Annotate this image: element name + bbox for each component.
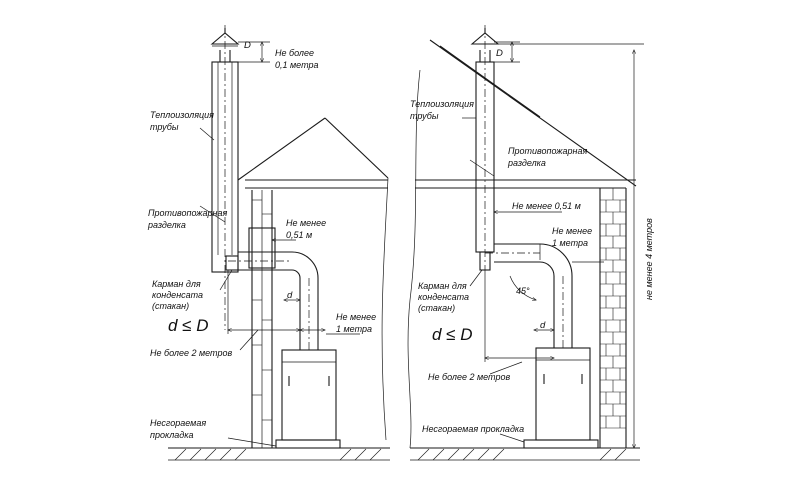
right-scheme: D Теплоизоляция трубы Противопожарная ра…	[410, 25, 654, 461]
right-break-line	[407, 69, 421, 449]
right-base-plate	[523, 439, 599, 449]
right-base-label: Несгораемая прокладка	[422, 424, 524, 434]
right-firestop-label-2: разделка	[507, 158, 546, 168]
right-boiler	[535, 347, 591, 441]
left-condensate-label-1: Карман для	[152, 279, 201, 289]
left-flue	[228, 251, 319, 350]
left-firestop-label-2: разделка	[147, 220, 186, 230]
right-insulation-label-2: трубы	[410, 111, 439, 121]
left-insulation-label-2: трубы	[150, 122, 179, 132]
right-min-1m-label-2: 1 метра	[552, 238, 588, 248]
left-base-label-2: прокладка	[150, 430, 194, 440]
left-min-1m-label-2: 1 метра	[336, 324, 372, 334]
right-dimensions	[462, 42, 644, 448]
left-labels: D Не более 0,1 метра Теплоизоляция трубы…	[147, 40, 376, 440]
right-labels: D Теплоизоляция трубы Противопожарная ра…	[410, 48, 654, 434]
right-firestop-label-1: Противопожарная	[508, 146, 587, 156]
right-angle-label: 45°	[516, 286, 530, 296]
right-formula-label: d ≤ D	[432, 325, 473, 344]
left-ground	[168, 447, 390, 461]
right-inner-d-label: d	[540, 320, 546, 331]
left-min-1m-label-1: Не менее	[336, 312, 376, 322]
left-break-line	[381, 177, 389, 441]
left-condensate-label-2: конденсата	[152, 290, 203, 300]
left-condensate-label-3: (стакан)	[152, 301, 189, 311]
right-wall	[599, 188, 627, 448]
right-condensate-label-3: (стакан)	[418, 303, 455, 313]
left-base-label-1: Несгораемая	[150, 418, 206, 428]
right-flue	[485, 243, 573, 348]
right-condensate-label-1: Карман для	[418, 281, 467, 291]
left-min-clearance-label-1: Не менее	[286, 218, 326, 228]
left-diameter-label: D	[244, 40, 251, 51]
right-diameter-label: D	[496, 48, 503, 59]
right-insulation-label-1: Теплоизоляция	[410, 99, 474, 109]
left-firestop-label-1: Противопожарная	[148, 208, 227, 218]
right-max-2m-label: Не более 2 метров	[428, 372, 510, 382]
left-chimney-pipe	[210, 25, 240, 330]
left-dimensions	[199, 42, 360, 447]
left-formula-label: d ≤ D	[168, 316, 209, 335]
left-boiler	[281, 349, 337, 441]
left-roof	[237, 117, 389, 189]
right-condensate-label-2: конденсата	[418, 292, 469, 302]
left-scheme: D Не более 0,1 метра Теплоизоляция трубы…	[147, 25, 390, 461]
right-roof	[415, 39, 637, 189]
right-min-4m-label: не менее 4 метров	[644, 218, 654, 300]
left-inner-d-label: d	[287, 290, 293, 301]
right-ground	[410, 447, 640, 461]
left-min-clearance-label-2: 0,51 м	[286, 230, 312, 240]
left-max-above-label-1: Не более	[275, 48, 314, 58]
right-min-1m-label-1: Не менее	[552, 226, 592, 236]
left-max-2m-label: Не более 2 метров	[150, 348, 232, 358]
left-wall	[248, 190, 276, 448]
left-base-plate	[275, 439, 341, 449]
left-max-above-label-2: 0,1 метра	[275, 60, 319, 70]
right-min-clearance-label: Не менее 0,51 м	[512, 201, 581, 211]
left-insulation-label-1: Теплоизоляция	[150, 110, 214, 120]
